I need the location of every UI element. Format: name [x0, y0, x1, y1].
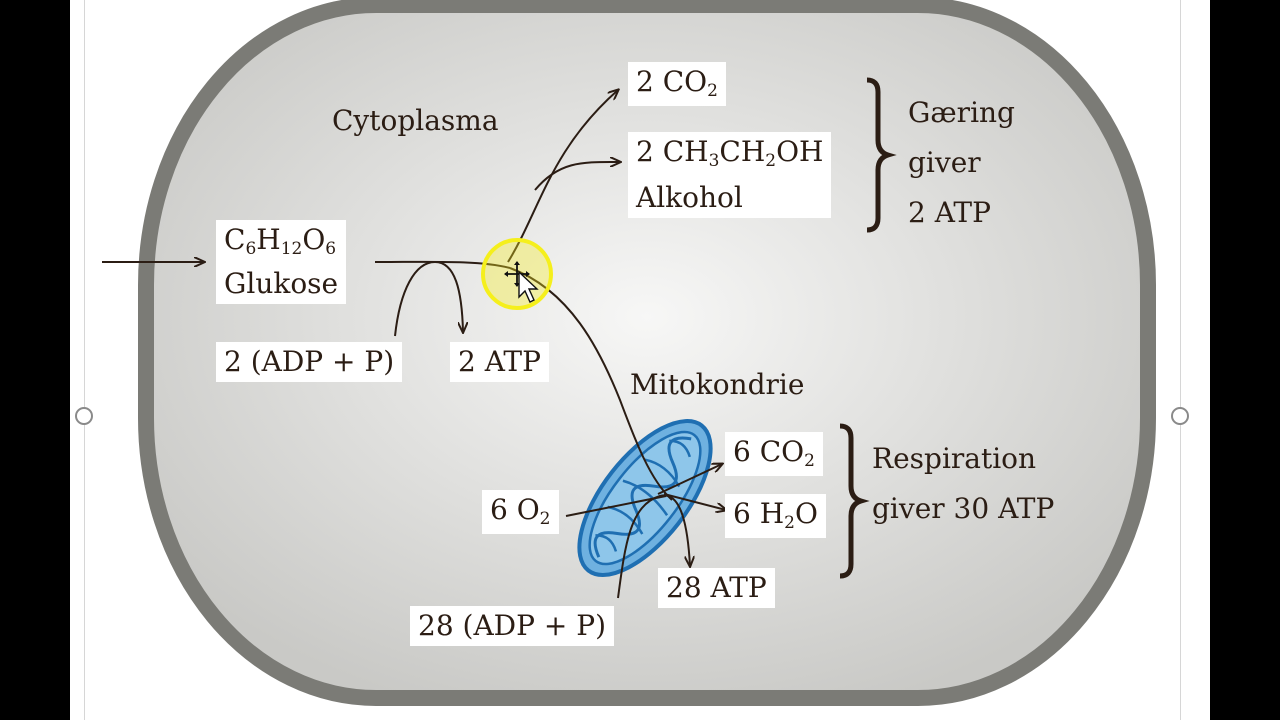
h2o-label: 6 H2O [725, 494, 826, 538]
adp-loop-arrow [394, 260, 463, 337]
resize-handle-left[interactable] [75, 407, 93, 425]
resize-handle-right[interactable] [1171, 407, 1189, 425]
co2-respiration-label: 6 CO2 [725, 432, 823, 476]
respiration-path [509, 267, 673, 501]
h2o-output-arrow [663, 493, 726, 510]
pointer-cursor-icon [518, 270, 539, 303]
fermentation-co2-arrow [507, 90, 618, 263]
co2-fermentation-label: 2 CO2 [628, 62, 726, 106]
atp-glycolysis-label: 2 ATP [450, 342, 549, 383]
respiration-brace [839, 423, 870, 579]
move-cursor-icon [504, 261, 530, 287]
respiration-summary: Respiration giver 30 ATP [872, 442, 1055, 525]
ethanol-label: 2 CH3CH2OH Alkohol [628, 132, 832, 218]
fermentation-summary: Gæring giver 2 ATP [908, 96, 1015, 229]
mitokondrie-label: Mitokondrie [630, 368, 805, 401]
fermentation-brace [866, 77, 897, 233]
adp-input-label: 2 (ADP + P) [216, 342, 403, 383]
mitochondrion-illustration [577, 419, 713, 577]
o2-label: 6 O2 [482, 490, 559, 534]
slide-guide-right [1180, 0, 1181, 720]
glucose-formula: C6H12O6 [224, 223, 337, 259]
diagram-drawing [102, 0, 1156, 706]
ethanol-formula: 2 CH3CH2OH [636, 135, 824, 171]
ethanol-name: Alkohol [636, 180, 743, 214]
glucose-label: C6H12O6 Glukose [216, 220, 347, 304]
atp-mito-arrow [617, 494, 690, 599]
fermentation-ethanol-arrow [534, 162, 620, 191]
cell-membrane [138, 0, 1156, 706]
o2-input-arrow [565, 495, 667, 517]
adp-mito-label: 28 (ADP + P) [410, 606, 614, 647]
glucose-name: Glukose [224, 266, 339, 300]
co2-output-arrow [657, 464, 722, 495]
glycolysis-path [374, 260, 511, 269]
slide-canvas: Cytoplasma C6H12O6 Glukose 2 (ADP + P) 2… [70, 0, 1210, 720]
cytoplasma-label: Cytoplasma [332, 104, 499, 137]
slide-guide-left [84, 0, 85, 720]
atp-respiration-label: 28 ATP [658, 568, 775, 609]
